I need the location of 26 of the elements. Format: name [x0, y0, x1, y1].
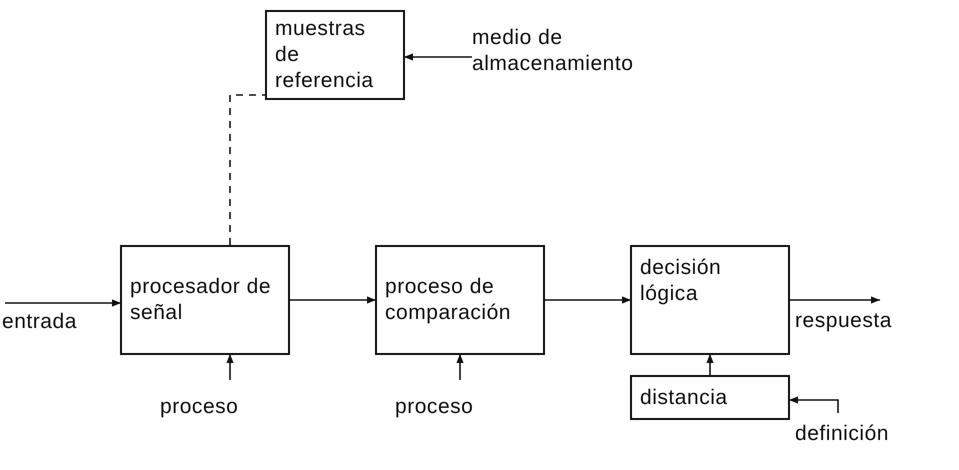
arrow	[226, 354, 234, 380]
box-label: proceso de comparación	[385, 274, 512, 326]
input-label: entrada	[2, 309, 77, 335]
arrow	[456, 354, 464, 380]
dashed-connector	[229, 94, 266, 245]
process-box	[630, 245, 790, 355]
box-label: decisión lógica	[640, 255, 722, 307]
arrow	[790, 296, 880, 304]
output-label: respuesta	[795, 308, 892, 334]
arrow	[404, 53, 472, 61]
box-label: distancia	[640, 384, 728, 410]
input-label: medio de almacenamiento	[472, 25, 634, 77]
process-box	[375, 245, 545, 355]
input-label: proceso	[395, 394, 474, 420]
arrow	[5, 299, 121, 307]
process-box	[630, 375, 790, 420]
box-label: procesador de señal	[130, 274, 272, 326]
arrow	[290, 296, 376, 304]
arrow	[545, 296, 631, 304]
process-box	[265, 10, 405, 100]
box-label: muestras de referencia	[275, 16, 375, 94]
input-label: definición	[795, 421, 889, 447]
arrow	[789, 396, 839, 413]
input-label: proceso	[160, 394, 238, 420]
process-box	[120, 245, 290, 355]
arrow	[706, 354, 714, 375]
